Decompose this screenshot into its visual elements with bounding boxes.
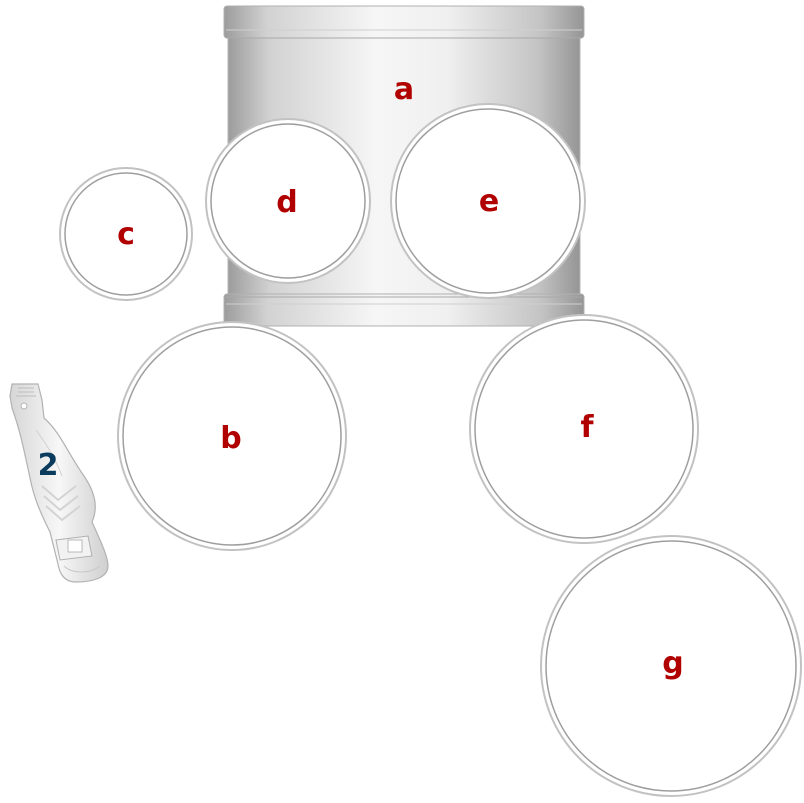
drum-d[interactable]: [205, 118, 371, 284]
drum-label-d: d: [276, 185, 297, 220]
drum-c[interactable]: [59, 167, 193, 301]
bass-drum-bottom-hoop: [223, 293, 585, 327]
drum-f[interactable]: [469, 314, 699, 544]
pedal-label: 2: [38, 448, 59, 483]
drum-label-f: f: [580, 410, 594, 445]
drum-b[interactable]: [117, 321, 347, 551]
bass-drum-top-hoop: [223, 5, 585, 39]
drum-label-e: e: [479, 184, 499, 219]
drum-label-b: b: [220, 421, 241, 456]
kick-pedal-icon[interactable]: [9, 383, 109, 583]
drum-label-a: a: [394, 72, 414, 107]
drum-label-c: c: [117, 217, 135, 252]
drum-g[interactable]: [540, 535, 802, 797]
drum-e[interactable]: [390, 103, 586, 299]
drum-label-g: g: [662, 646, 683, 681]
